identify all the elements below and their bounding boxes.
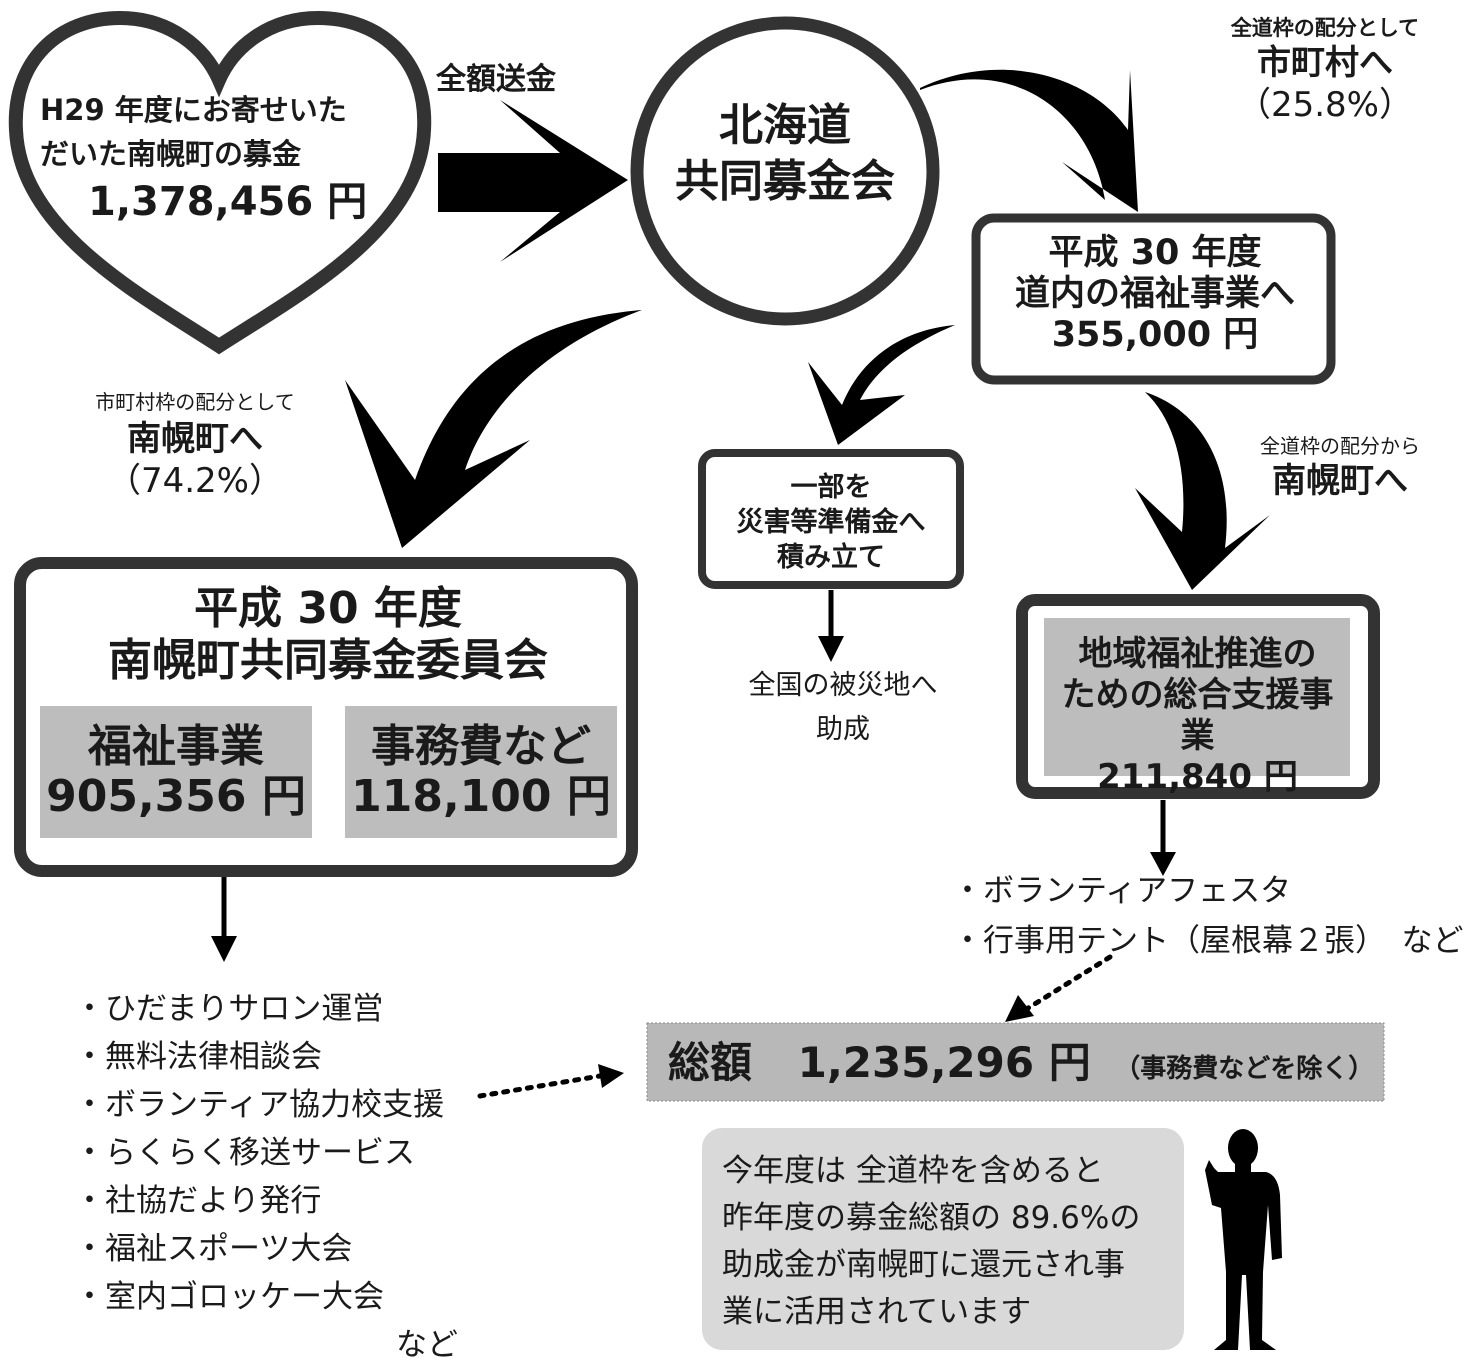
list-item: ・福祉スポーツ大会 [74,1231,353,1267]
right-activity-list: ・ボランティアフェスタ ・行事用テント（屋根幕２張） など [952,866,1464,966]
note-line3: 助成金が南幌町に還元され事 [722,1247,1125,1283]
regional-line3: 211,840 円 [1097,757,1298,797]
hokkaido-line2: 共同募金会 [675,156,895,207]
list-item: ・室内ゴロッケー大会 [74,1279,384,1315]
admin-amount: 118,100 円 [351,771,611,822]
disaster-text: 一部を 災害等準備金へ 積み立て [702,470,960,575]
hokkaido-circle [630,16,940,326]
left-label-pct: （74.2%） [106,461,283,501]
arrow-to-committee [345,310,642,548]
regional-text: 地域福祉推進の ための総合支援事業 211,840 円 [1045,634,1350,798]
arrow-to-regional [1135,392,1270,590]
total-amount: 1,235,296 円 [797,1038,1091,1087]
pref-line2: 道内の福祉事業へ [1014,274,1295,314]
total-note: （事務費などを除く） [1114,1054,1375,1084]
heart-shape [8,10,432,355]
person-silhouette-icon [1205,1129,1282,1350]
summary-note: 今年度は 全道枠を含めると 昨年度の募金総額の 89.6%の 助成金が南幌町に還… [722,1148,1167,1336]
top-right-dest: 市町村へ [1257,43,1393,83]
disaster-line2: 災害等準備金へ [736,507,926,538]
admin-label: 事務費など [371,721,591,772]
welfare-text: 福祉事業 905,356 円 [40,722,312,822]
send-arrow [438,100,628,262]
disaster-box [698,449,964,589]
top-right-label: 全道枠の配分として 市町村へ （25.8%） [1185,12,1465,126]
list-item: ・ひだまりサロン運営 [74,991,384,1027]
left-allocation-label: 市町村枠の配分として 南幌町へ （74.2%） [70,386,320,502]
welfare-grey-box [40,706,312,838]
regional-grey-box [1044,618,1350,776]
list-item: ・行事用テント（屋根幕２張） など [952,923,1464,959]
right-label-dest: 南幌町へ [1272,461,1408,501]
admin-grey-box [345,706,617,838]
heart-line1: H29 年度にお寄せいた [40,93,347,127]
heart-donation-text: H29 年度にお寄せいた だいた南幌町の募金 1,378,456 円 [40,88,400,224]
top-right-pct: （25.8%） [1236,85,1413,125]
note-line4: 業に活用されています [722,1294,1032,1330]
top-right-small: 全道枠の配分として [1230,16,1420,40]
regional-line1: 地域福祉推進の [1078,634,1317,674]
pref-line3: 355,000 円 [1051,315,1259,355]
list-item: ・ボランティアフェスタ [952,873,1292,909]
heart-amount: 1,378,456 円 [88,179,368,225]
list-etc: など [396,1327,458,1363]
list-item: ・社協だより発行 [74,1183,322,1219]
arrow-to-disaster [808,325,955,445]
nationwide-text: 全国の被災地へ 助成 [718,664,968,752]
committee-line2: 南幌町共同募金委員会 [108,635,548,686]
admin-text: 事務費など 118,100 円 [345,722,617,822]
left-label-small: 市町村枠の配分として [95,390,295,414]
left-activity-list: ・ひだまりサロン運営 ・無料法律相談会 ・ボランティア協力校支援 ・らくらく移送… [74,985,458,1369]
note-line1: 今年度は 全道枠を含めると [722,1153,1104,1189]
nationwide-line1: 全国の被災地へ [748,670,938,701]
committee-line1: 平成 30 年度 [194,583,462,634]
welfare-amount: 905,356 円 [46,771,306,822]
disaster-line3: 積み立て [777,542,885,573]
list-item: ・無料法律相談会 [74,1039,322,1075]
total-label: 総額 [668,1038,753,1087]
pref-welfare-text: 平成 30 年度 道内の福祉事業へ 355,000 円 [978,233,1332,356]
nationwide-line2: 助成 [816,714,870,745]
right-allocation-label: 全道枠の配分から 南幌町へ [1240,432,1440,502]
total-amount-row: 総額 1,235,296 円 （事務費などを除く） [668,1029,1374,1090]
regional-line2: ための総合支援事業 [1061,675,1334,756]
right-label-small: 全道枠の配分から [1260,434,1420,458]
hokkaido-line1: 北海道 [719,100,851,151]
pref-welfare-box [971,213,1336,385]
total-bar [646,1022,1385,1102]
left-label-dest: 南幌町へ [127,419,263,459]
heart-line2: だいた南幌町の募金 [40,137,302,171]
disaster-line1: 一部を [790,472,872,503]
note-box [702,1128,1184,1350]
send-all-label: 全額送金 [436,62,556,97]
committee-title: 平成 30 年度 南幌町共同募金委員会 [24,583,632,687]
list-item: ・らくらく移送サービス [74,1135,415,1171]
note-line2: 昨年度の募金総額の 89.6%の [722,1200,1141,1236]
pref-line1: 平成 30 年度 [1048,233,1262,273]
arrow-to-pref [920,69,1138,212]
welfare-label: 福祉事業 [88,721,264,772]
list-item: ・ボランティア協力校支援 [74,1087,445,1123]
hokkaido-label: 北海道 共同募金会 [640,98,930,210]
